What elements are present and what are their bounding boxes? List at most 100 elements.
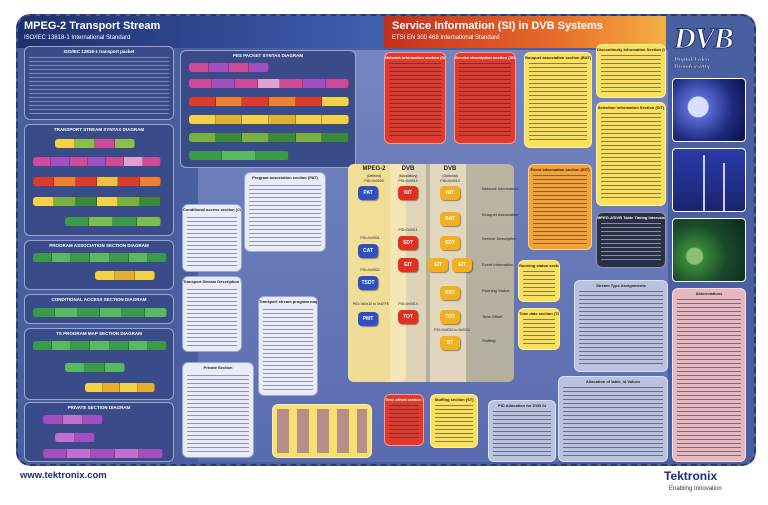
abbreviations-panel: Abbreviations (672, 288, 746, 462)
ca-section-table: Conditional access section (CA) (182, 204, 242, 272)
table-title: Abbreviations (695, 291, 723, 296)
table-lines (187, 289, 237, 347)
table-lines (493, 411, 551, 457)
dvb-logo: DVB Digital Video Broadcasting (674, 22, 746, 71)
sit-table: Selection Information Section (SIT) (596, 102, 666, 206)
panel-title: PES PACKET SYNTAX DIAGRAM (232, 53, 304, 58)
stream-type-table: Stream Type Assignments (574, 280, 668, 372)
diagram-strip (189, 115, 349, 124)
table-title: Bouquet association section (BAT) (525, 55, 592, 60)
table-title: Transport Stream Description Section (TS… (183, 279, 241, 284)
tektronix-tagline: Enabling Innovation (669, 486, 722, 492)
tektronix-logo: Tektronix (664, 469, 718, 483)
dvb-mand-column-bg (390, 164, 426, 382)
sdt-table: Service description section (SDT) (454, 52, 516, 144)
pid-pmt: PID=0x0x10 to 0x1FFE (352, 302, 390, 306)
table-title: Discontinuity Information Section (DIT) (597, 47, 666, 52)
table-lines (187, 375, 249, 453)
table-title: Selection Information Section (SIT) (597, 105, 665, 110)
chip-st-opt: ST (440, 336, 460, 350)
chip-rst-opt: RST (440, 286, 460, 300)
ts-syntax-panel: TRANSPORT STREAM SYNTAX DIAGRAM (24, 124, 174, 236)
row-label-stuffing: Stuffing (482, 338, 496, 343)
table-title: Private Section (203, 365, 233, 370)
table-title: PID Allocation for DVB SI (498, 403, 546, 408)
table-title: Network information section (NIT) (385, 55, 446, 60)
table-title: Program association section (PAT) (252, 175, 318, 180)
table-title: MPEG-2/DVB Table Timing Intervals (597, 215, 665, 220)
table-lines (601, 223, 661, 263)
diagram-strip (95, 271, 155, 280)
si-title: Service Information (SI) in DVB Systems (392, 20, 603, 32)
diagram-strip (33, 253, 167, 262)
grid-cells (277, 409, 367, 453)
diagram-strip (189, 79, 349, 88)
pid-sdt-mand: PID=0x0011 (398, 228, 418, 232)
dit-table: Discontinuity Information Section (DIT) (596, 44, 666, 98)
panel-title: PRIVATE SECTION DIAGRAM (67, 405, 131, 410)
table-title: Running status section (RST) (519, 263, 559, 268)
pid-st-opt: PID=0x0010 to 0x0014 (434, 328, 470, 332)
table-lines (263, 309, 313, 391)
diagram-strip (33, 157, 161, 166)
table-title: Conditional access section (CA) (183, 207, 242, 212)
row-label-network: Network Information (482, 186, 518, 191)
dvb-mand-title: DVB (401, 166, 415, 172)
dvb-mand-sub1: (Mandatory) (398, 174, 418, 178)
rst-table: Running status section (RST) (518, 260, 560, 302)
dvb-opt-title: DVB (443, 166, 457, 172)
table-lines (389, 63, 441, 139)
poster: MPEG-2 Transport Stream ISO/IEC 13818-1 … (16, 14, 756, 466)
chip-tot-mand: TOT (398, 310, 418, 324)
table-lines (523, 319, 555, 345)
table-title: Transport stream program map section (PM… (259, 299, 318, 304)
diagram-strip (189, 63, 269, 72)
pid-tot-mand: PID=0x0014 (398, 302, 418, 306)
chip-eit-mand: EIT (398, 258, 418, 272)
row-label-time: Time Offset (482, 314, 503, 319)
timing-table: MPEG-2/DVB Table Timing Intervals (596, 212, 666, 268)
tableid-table: Allocation of table_id Values (558, 376, 668, 462)
table-lines (533, 175, 587, 245)
table-lines (249, 185, 321, 247)
chip-tot-opt: TOT (440, 310, 460, 324)
dvb-letters: DVB (674, 22, 735, 56)
footer-url[interactable]: www.tektronix.com (20, 470, 107, 481)
table-title: Service description section (SDT) (455, 55, 516, 60)
cable-reel-photo (672, 218, 746, 282)
diagram-strip (33, 308, 167, 317)
panel-title: ISO/IEC 13818-1 transport packet (63, 49, 135, 54)
table-lines (579, 291, 663, 367)
dvb-opt-sub2: PID=0x0010 (440, 179, 460, 183)
panel-title: CONDITIONAL ACCESS SECTION DIAGRAM (51, 297, 147, 302)
chip-nit-mand: NIT (398, 186, 418, 200)
transmitter-tower-photo (672, 148, 746, 212)
chip-pmt: PMT (358, 312, 378, 326)
ca-diagram-panel: CONDITIONAL ACCESS SECTION DIAGRAM (24, 294, 174, 324)
dvb-line2: Broadcasting (674, 63, 710, 70)
chip-pat: PAT (358, 186, 378, 200)
table-lines (677, 299, 741, 457)
chip-cat: CAT (358, 244, 378, 258)
eit-table: Event information section (EIT) (528, 164, 592, 250)
diagram-strip (43, 449, 163, 458)
pat-section-table: Program association section (PAT) (244, 172, 326, 252)
pat-diagram-panel: PROGRAM ASSOCIATION SECTION DIAGRAM (24, 240, 174, 290)
table-lines (435, 405, 473, 443)
panel-title: TS PROGRAM MAP SECTION DIAGRAM (56, 331, 142, 336)
mpeg-column-sub2: PID=0x0000 (364, 179, 384, 183)
header-left: MPEG-2 Transport Stream ISO/IEC 13818-1 … (18, 16, 378, 48)
transport-packet-panel: ISO/IEC 13818-1 transport packet (24, 46, 174, 120)
table-title: Allocation of table_id Values (585, 379, 641, 384)
tower-mast (703, 155, 705, 211)
st-table: Stuffing section (ST) (430, 394, 478, 448)
diagram-strip (33, 197, 161, 206)
pmt-diagram-panel: TS PROGRAM MAP SECTION DIAGRAM (24, 328, 174, 400)
panel-title: TRANSPORT STREAM SYNTAX DIAGRAM (53, 127, 145, 132)
dvb-line1: Digital Video (674, 56, 710, 63)
tot-table: Time offset section (TOT) (384, 394, 424, 446)
diagram-strip (33, 341, 167, 350)
header-right: Service Information (SI) in DVB Systems … (384, 16, 666, 48)
private-section-table: Private Section (182, 362, 254, 458)
diagram-strip (43, 415, 103, 424)
